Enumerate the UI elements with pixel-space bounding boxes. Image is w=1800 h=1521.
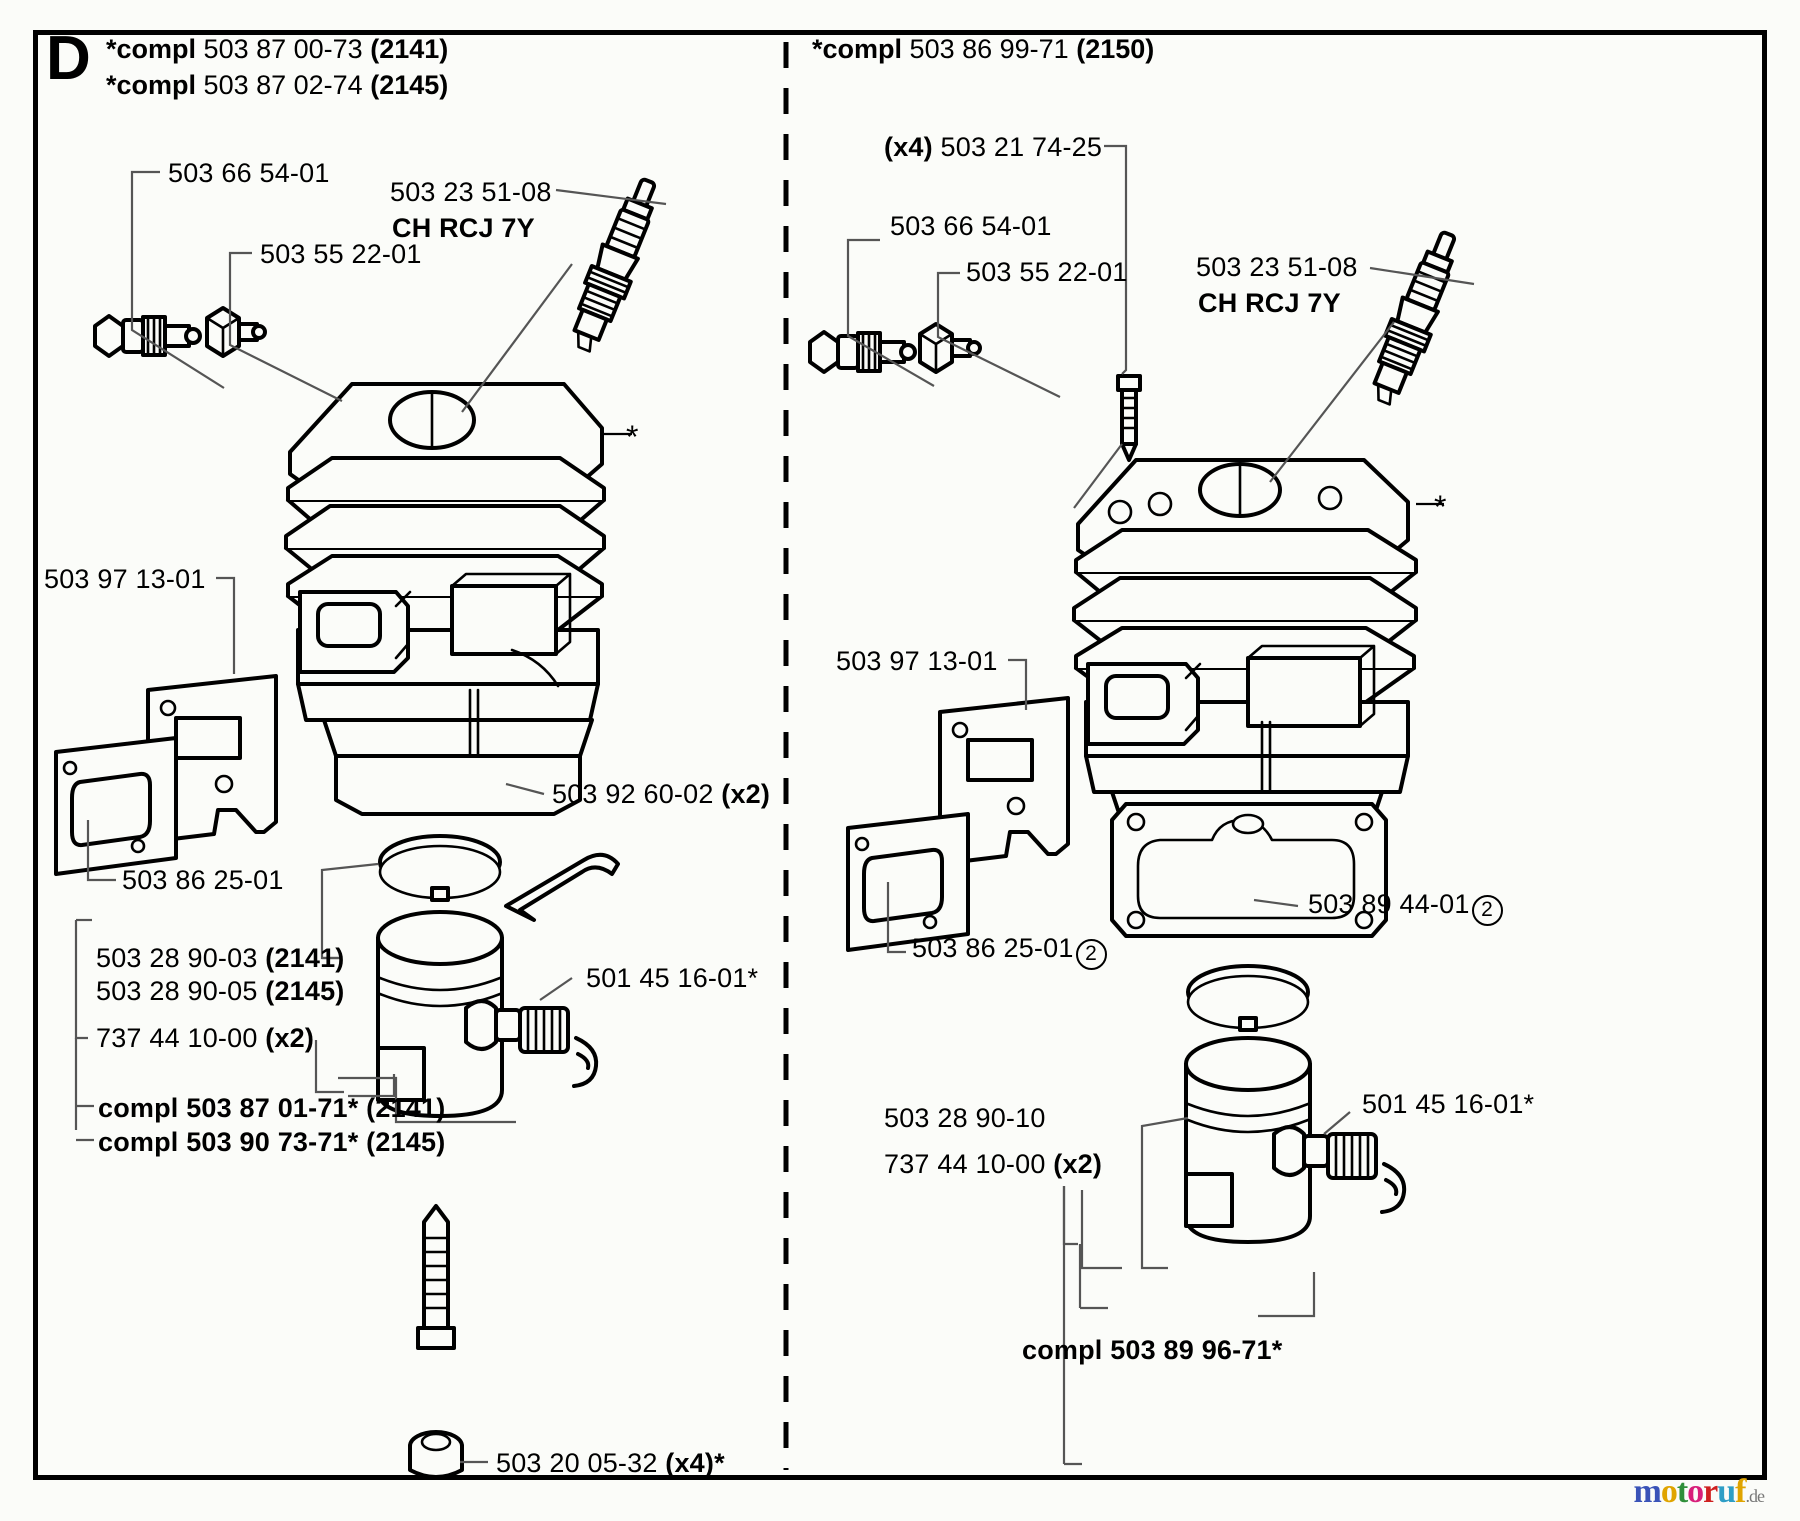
label-nut-left: 503 55 22-01 xyxy=(260,239,422,269)
circlip-right xyxy=(1380,1162,1407,1214)
screw-head-left xyxy=(408,1430,464,1479)
piston-right xyxy=(1184,1036,1330,1244)
left-header-number-2: 503 87 02-74 xyxy=(203,69,363,100)
label-compl-right: compl 503 89 96-71* xyxy=(1022,1335,1283,1365)
left-header-prefix-1: *compl xyxy=(106,34,197,64)
label-screw-qty-left: (x4)* xyxy=(665,1448,725,1478)
label-piston-2145-model: (2145) xyxy=(265,976,345,1006)
label-circlip-number-right: 737 44 10-00 xyxy=(884,1149,1046,1179)
label-piston-2145-number: 503 28 90-05 xyxy=(96,976,258,1006)
right-panel-art xyxy=(808,230,1457,1244)
label-gasket-left: 503 86 25-01 xyxy=(122,865,284,895)
needle-bearing-left xyxy=(518,1006,570,1054)
label-spark-plug-type-left: CH RCJ 7Y xyxy=(392,213,535,243)
spark-plug-left xyxy=(572,177,657,353)
spark-plug-right xyxy=(1372,230,1457,406)
screw-top-right xyxy=(1116,374,1142,462)
label-plate-right: 503 97 13-01 xyxy=(836,646,998,676)
right-header-model-1: (2150) xyxy=(1076,34,1155,64)
muffler-gasket-right xyxy=(846,812,970,952)
label-base-gasket-qty: 2 xyxy=(1471,895,1503,926)
label-base-gasket-number: 503 89 44-01 xyxy=(1308,889,1470,919)
label-piston-right: 503 28 90-10 xyxy=(884,1103,1046,1133)
leaders-left xyxy=(74,170,667,1464)
label-decomp-valve-right: 503 66 54-01 xyxy=(890,211,1052,241)
label-nut-right: 503 55 22-01 xyxy=(966,257,1128,287)
label-piston-2141-left: 503 28 90-03 (2141) xyxy=(96,942,345,975)
left-header-number-1: 503 87 00-73 xyxy=(203,34,363,64)
right-header-number-1: 503 86 99-71 xyxy=(909,34,1069,64)
label-spark-plug-type-right: CH RCJ 7Y xyxy=(1198,288,1341,318)
circlip-left xyxy=(572,1036,599,1088)
label-compl-2141-model: (2141) xyxy=(366,1093,446,1123)
label-gasket-qty-right: 2 xyxy=(1075,939,1107,970)
left-panel-header: *compl 503 87 00-73 (2141) *compl 503 87… xyxy=(106,32,448,103)
label-clip-spring-number-left: 503 92 60-02 xyxy=(552,779,714,809)
watermark: motoruf.de xyxy=(1633,1473,1765,1510)
leaders-right xyxy=(846,144,1475,1466)
muffler-plate-right xyxy=(938,696,1070,866)
needle-bearing-right xyxy=(1326,1132,1378,1180)
label-gasket-number-right: 503 86 25-01 xyxy=(912,933,1074,963)
right-panel-header: *compl 503 86 99-71 (2150) xyxy=(812,32,1154,68)
cylinder-left xyxy=(284,382,606,816)
label-spark-plug-number-left: 503 23 51-08 xyxy=(390,177,552,207)
label-circlip-qty-right: (x2) xyxy=(1053,1149,1103,1179)
left-header-prefix-2: *compl xyxy=(106,69,197,100)
label-screw-number-left: 503 20 05-32 xyxy=(496,1448,658,1478)
label-compl-2145-model: (2145) xyxy=(366,1127,446,1157)
label-circlip-qty-left: (x2) xyxy=(265,1023,315,1053)
label-piston-2145-left: 503 28 90-05 (2145) xyxy=(96,975,345,1008)
label-cylinder-star-right: * xyxy=(1434,489,1447,525)
piston-ring-left xyxy=(378,834,502,902)
left-panel-art xyxy=(54,177,657,1479)
left-header-model-2: (2145) xyxy=(370,69,449,100)
muffler-gasket-left xyxy=(54,736,178,876)
label-clip-spring-qty-left: (x2) xyxy=(721,779,771,809)
label-circlip-number-left: 737 44 10-00 xyxy=(96,1023,258,1053)
label-screw-top-qty-right: (x4) xyxy=(884,132,933,162)
label-screw-top-right: (x4) 503 21 74-25 xyxy=(884,131,1102,164)
left-header-model-1: (2141) xyxy=(370,34,449,64)
label-circlip-left: 737 44 10-00 (x2) xyxy=(96,1022,314,1055)
label-compl-2141-left: compl 503 87 01-71* (2141) xyxy=(98,1092,445,1125)
right-header-prefix-1: *compl xyxy=(812,34,903,64)
nut-right xyxy=(918,322,982,374)
diagram-frame xyxy=(33,30,1767,1480)
piston-ring-right xyxy=(1186,964,1310,1032)
label-compl-2145-text: compl 503 90 73-71* xyxy=(98,1127,359,1157)
muffler-plate-left xyxy=(146,674,278,844)
screw-left xyxy=(416,1204,456,1350)
label-cylinder-star-left: * xyxy=(626,419,639,455)
label-piston-2141-model: (2141) xyxy=(265,943,345,973)
label-plate-left: 503 97 13-01 xyxy=(44,564,206,594)
section-letter: D xyxy=(46,24,91,93)
label-compl-2141-text: compl 503 87 01-71* xyxy=(98,1093,359,1123)
label-circlip-right: 737 44 10-00 (x2) xyxy=(884,1148,1102,1181)
label-screw-top-number-right: 503 21 74-25 xyxy=(940,132,1103,162)
label-piston-2141-number: 503 28 90-03 xyxy=(96,943,258,973)
label-spark-plug-number-right: 503 23 51-08 xyxy=(1196,252,1358,282)
decomp-valve-left xyxy=(93,314,202,358)
label-compl-2145-left: compl 503 90 73-71* (2145) xyxy=(98,1126,445,1159)
clip-spring-left xyxy=(504,852,620,922)
label-decomp-valve-left: 503 66 54-01 xyxy=(168,158,330,188)
label-bearing-left: 501 45 16-01* xyxy=(586,963,759,993)
base-gasket-right xyxy=(1110,802,1388,938)
piston-left xyxy=(376,910,522,1118)
decomp-valve-right xyxy=(808,330,917,374)
label-screw-left: 503 20 05-32 (x4)* xyxy=(496,1447,725,1480)
cylinder-right xyxy=(1072,458,1418,830)
label-clip-spring-left: 503 92 60-02 (x2) xyxy=(552,778,770,811)
label-bearing-right: 501 45 16-01* xyxy=(1362,1089,1535,1119)
